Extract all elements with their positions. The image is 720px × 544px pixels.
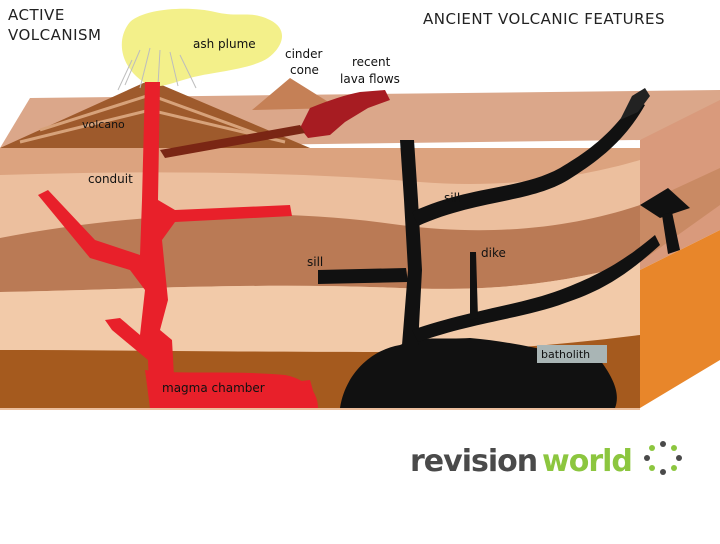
cinder-cone xyxy=(252,78,338,110)
label-recent-lava-1: recent xyxy=(352,55,391,69)
recent-lava-flow xyxy=(300,90,390,138)
label-ash-plume: ash plume xyxy=(193,37,256,51)
left-sill xyxy=(318,268,408,284)
side-dike xyxy=(662,212,680,254)
surface-flow xyxy=(620,88,650,120)
side-band xyxy=(640,168,720,262)
label-sill-lower: sill xyxy=(307,255,323,269)
lava-flow-to-volcano xyxy=(160,125,305,158)
ash-plume xyxy=(121,8,283,87)
label-sill-upper: sill xyxy=(444,191,460,205)
side-sill xyxy=(640,188,690,218)
stratum-upper-brown xyxy=(0,148,640,184)
magma-conduit xyxy=(38,82,318,408)
heading-active-line1: ACTIVE xyxy=(8,6,65,24)
logo-text-revision: revision xyxy=(410,444,537,479)
upper-sill-arm xyxy=(412,100,645,226)
label-volcano: volcano xyxy=(82,118,125,131)
magma-chamber xyxy=(145,370,318,408)
label-dike: dike xyxy=(481,246,506,260)
label-cinder-cone-1: cinder xyxy=(285,47,323,61)
batholith-label-box xyxy=(537,345,607,363)
logo-text-world: world xyxy=(542,444,632,479)
logo-dots-icon xyxy=(644,441,682,475)
heading-active-line2: VOLCANISM xyxy=(8,26,102,44)
label-magma-chamber: magma chamber xyxy=(162,381,265,395)
dike-small xyxy=(470,252,478,320)
label-cinder-cone-2: cone xyxy=(290,63,319,77)
feeder-dike xyxy=(400,140,422,345)
block-right-face-lower xyxy=(640,230,720,408)
label-batholith: batholith xyxy=(541,348,590,361)
ash-fall-lines xyxy=(117,47,197,91)
revisionworld-logo: revision world xyxy=(410,441,682,479)
label-recent-lava-2: lava flows xyxy=(340,72,400,86)
label-conduit: conduit xyxy=(88,172,133,186)
heading-ancient: ANCIENT VOLCANIC FEATURES xyxy=(423,10,665,28)
